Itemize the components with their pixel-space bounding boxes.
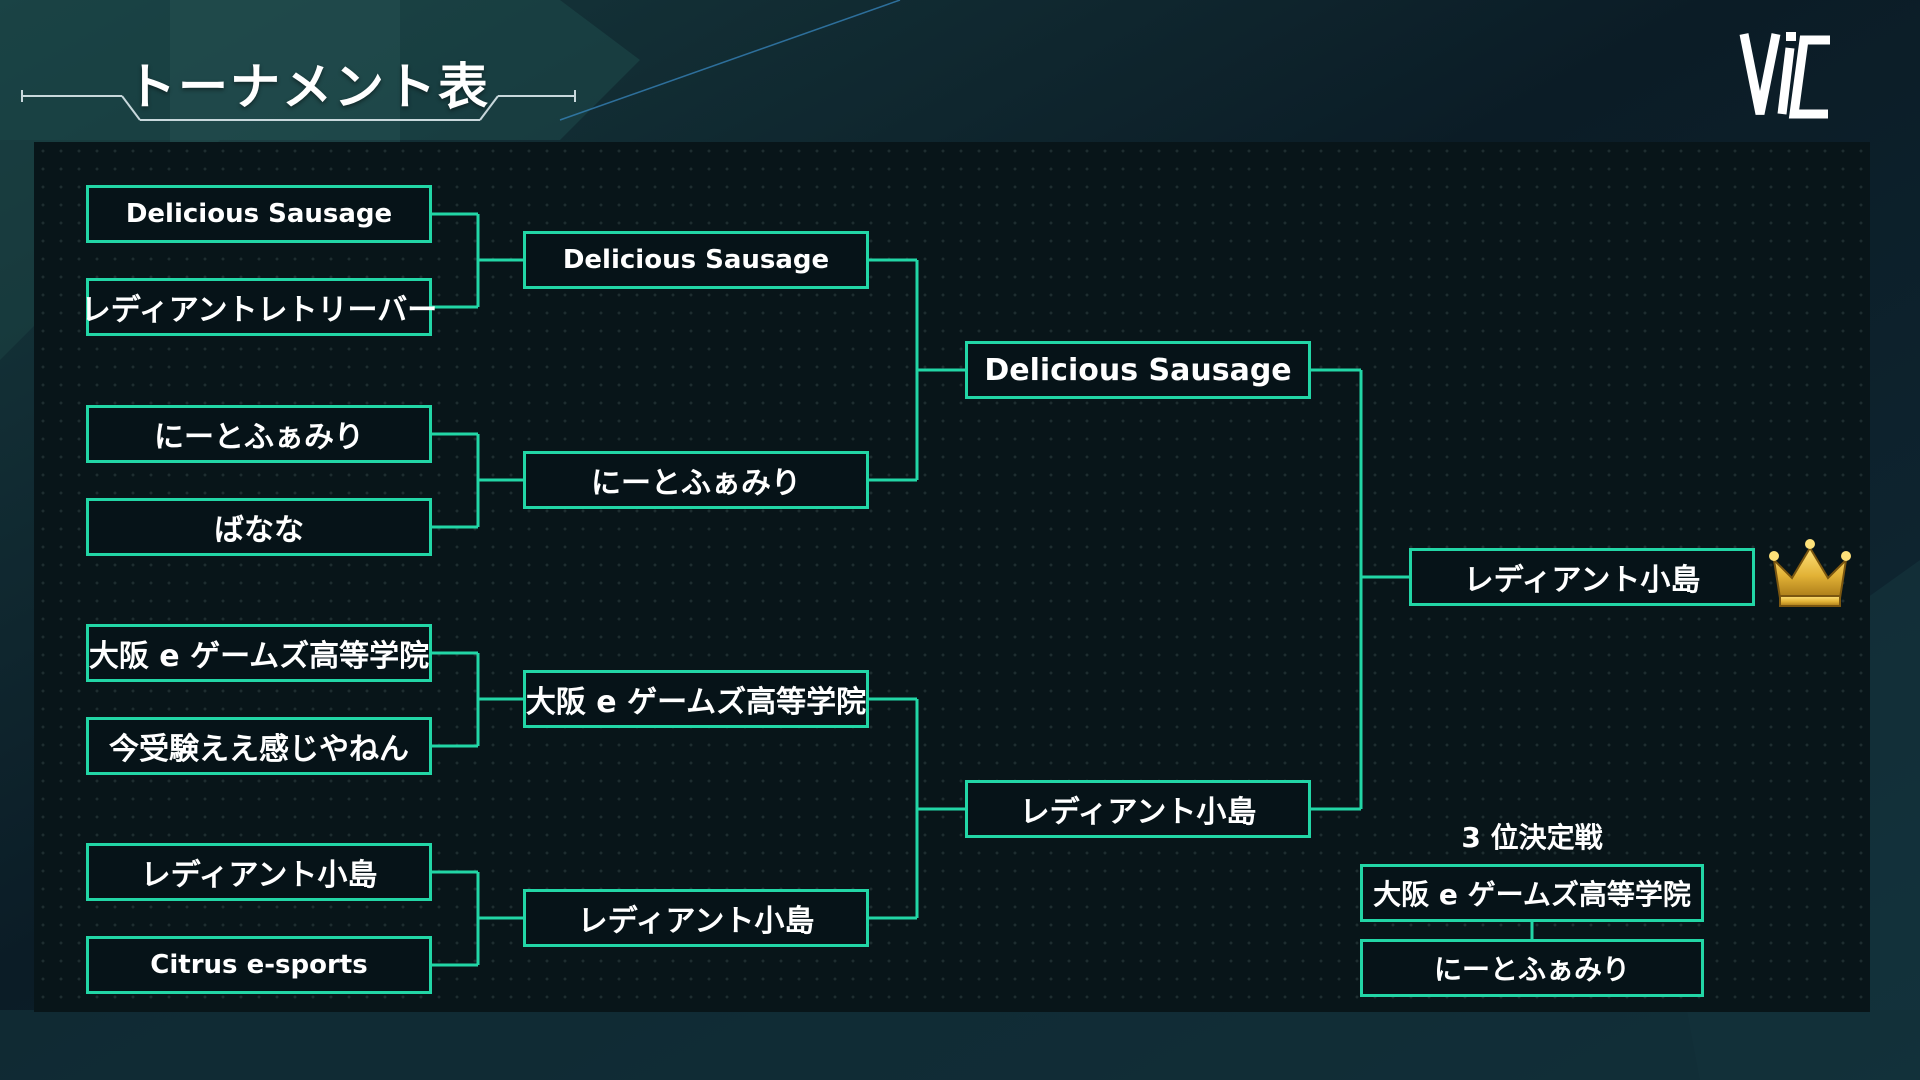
round1-team-box: Delicious Sausage [86, 185, 432, 243]
round1-team-box: 大阪 e ゲームズ高等学院 [86, 624, 432, 682]
round1-team-box: Citrus e-sports [86, 936, 432, 994]
team-name: Citrus e-sports [150, 950, 368, 980]
champion-box: レディアント小島 [1409, 548, 1755, 606]
team-name: レディアント小島 [140, 858, 378, 893]
team-name: レディアント小島 [1463, 563, 1701, 598]
vic-logo [1739, 32, 1830, 119]
round2-team-box: レディアント小島 [523, 889, 869, 947]
team-name: ばなな [214, 513, 304, 548]
semifinal-team-box: レディアント小島 [965, 780, 1311, 838]
team-name: 大阪 e ゲームズ高等学院 [88, 639, 430, 674]
round1-team-box: 今受験ええ感じやねん [86, 717, 432, 775]
team-name: にーとふぁみり [1433, 953, 1630, 986]
third-place-team-box: にーとふぁみり [1360, 939, 1704, 997]
round1-team-box: にーとふぁみり [86, 405, 432, 463]
round1-team-box: ばなな [86, 498, 432, 556]
team-name: Delicious Sausage [125, 199, 393, 229]
team-name: 今受験ええ感じやねん [109, 732, 409, 767]
team-name: レディアント小島 [577, 904, 815, 939]
semifinal-team-box: Delicious Sausage [965, 341, 1311, 399]
team-name: にーとふぁみり [154, 420, 364, 455]
team-name: 大阪 e ゲームズ高等学院 [1373, 878, 1691, 911]
round2-team-box: にーとふぁみり [523, 451, 869, 509]
round1-team-box: レディアント小島 [86, 843, 432, 901]
third-place-title: 3 位決定戦 [1461, 821, 1603, 854]
team-name: Delicious Sausage [562, 245, 830, 275]
third-place-team-box: 大阪 e ゲームズ高等学院 [1360, 864, 1704, 922]
team-name: にーとふぁみり [591, 466, 801, 501]
page-title: トーナメント表 [126, 58, 490, 116]
team-name: レディアント小島 [1019, 795, 1257, 830]
team-name: 大阪 e ゲームズ高等学院 [525, 685, 867, 720]
round2-team-box: Delicious Sausage [523, 231, 869, 289]
crown-icon [1769, 539, 1851, 607]
team-name: レディアントレトリーバー [80, 293, 438, 328]
round1-team-box: レディアントレトリーバー [81, 278, 437, 336]
round2-team-box: 大阪 e ゲームズ高等学院 [523, 670, 869, 728]
team-name: Delicious Sausage [984, 352, 1292, 388]
